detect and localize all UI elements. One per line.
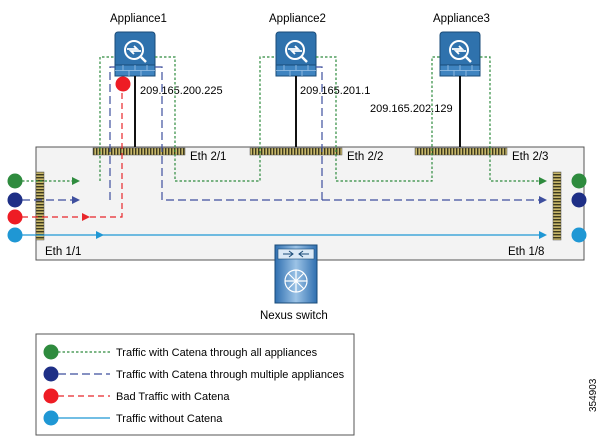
appliance2-ip: 209.165.201.1 (300, 85, 370, 97)
appliance2-firewall-icon (275, 31, 317, 77)
egress-dot-lightblue (571, 227, 587, 243)
appliance3-label: Appliance3 (433, 13, 490, 25)
ingress-dot-red (7, 209, 23, 225)
port-strip-eth-1-1 (35, 171, 45, 241)
legend-dot-green (43, 344, 59, 360)
arrow-green-in (72, 177, 80, 185)
port-label-eth-2-1: Eth 2/1 (190, 151, 226, 163)
legend-label-all-appliances: Traffic with Catena through all applianc… (116, 347, 318, 359)
ingress-dot-green (7, 173, 23, 189)
legend-label-no-catena: Traffic without Catena (116, 413, 223, 425)
egress-dot-green (571, 173, 587, 189)
port-label-eth-1-1: Eth 1/1 (45, 246, 81, 258)
ingress-dot-lightblue (7, 227, 23, 243)
egress-dot-blue (571, 192, 587, 208)
bad-traffic-drop-dot (115, 76, 131, 92)
port-strip-eth-2-3 (414, 147, 508, 156)
appliance1-ip: 209.165.200.225 (140, 85, 223, 97)
port-label-eth-1-8: Eth 1/8 (508, 246, 544, 258)
appliance3-ip: 209.165.202.129 (370, 103, 453, 115)
path-all-appliances (22, 56, 539, 182)
arrow-blue-out (539, 196, 547, 204)
appliance1-firewall-icon (114, 31, 156, 77)
port-label-eth-2-2: Eth 2/2 (347, 151, 383, 163)
arrow-lightblue-out (539, 231, 547, 239)
legend-label-multiple-appliances: Traffic with Catena through multiple app… (116, 369, 345, 381)
figure-id: 354903 (588, 378, 599, 412)
appliance3-firewall-icon (439, 31, 481, 77)
arrow-red-in (82, 213, 90, 221)
arrow-green-out (539, 177, 547, 185)
switch-label: Nexus switch (260, 310, 328, 322)
legend-row-bad-traffic: Bad Traffic with Catena (43, 388, 230, 404)
port-strip-eth-1-8 (552, 171, 562, 241)
legend-row-no-catena: Traffic without Catena (43, 410, 223, 426)
legend-row-multiple-appliances: Traffic with Catena through multiple app… (43, 366, 345, 382)
port-label-eth-2-3: Eth 2/3 (512, 151, 548, 163)
port-strip-eth-2-1 (92, 147, 186, 156)
path-bad-traffic (22, 85, 123, 218)
appliance1-label: Appliance1 (110, 13, 167, 25)
legend-label-bad-traffic: Bad Traffic with Catena (116, 391, 230, 403)
port-strip-eth-2-2 (249, 147, 343, 156)
arrow-lightblue-in (96, 231, 104, 239)
legend-dot-lightblue (43, 410, 59, 426)
nexus-switch-icon (274, 244, 318, 304)
switch-body (35, 146, 585, 261)
appliance2-label: Appliance2 (269, 13, 326, 25)
path-multiple-appliances (22, 66, 539, 201)
legend-dot-blue (43, 366, 59, 382)
arrow-blue-in (72, 196, 80, 204)
legend-dot-red (43, 388, 59, 404)
ingress-dot-blue (7, 192, 23, 208)
legend-row-all-appliances: Traffic with Catena through all applianc… (43, 344, 318, 360)
